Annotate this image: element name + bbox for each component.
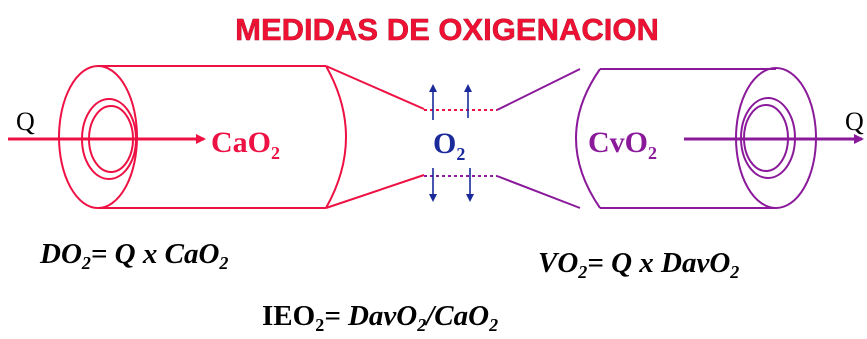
venous-label: CvO2 [588,126,657,163]
formula-do2: DO2= Q x CaO2 [39,238,228,273]
arterial-label: CaO2 [211,126,280,163]
diagram-title: MEDIDAS DE OXIGENACION [235,12,659,47]
flow-out-label: Q [845,107,864,136]
flow-in-label: Q [16,107,35,136]
formula-ieo2: IEO2= DavO2/CaO2 [262,300,498,335]
capillary [424,109,497,177]
oxygen-exchange-arrows [429,84,474,202]
oxygen-label: O2 [433,127,465,164]
arterial-vessel [58,65,425,209]
formula-vo2: VO2= Q x DavO2 [538,247,739,282]
